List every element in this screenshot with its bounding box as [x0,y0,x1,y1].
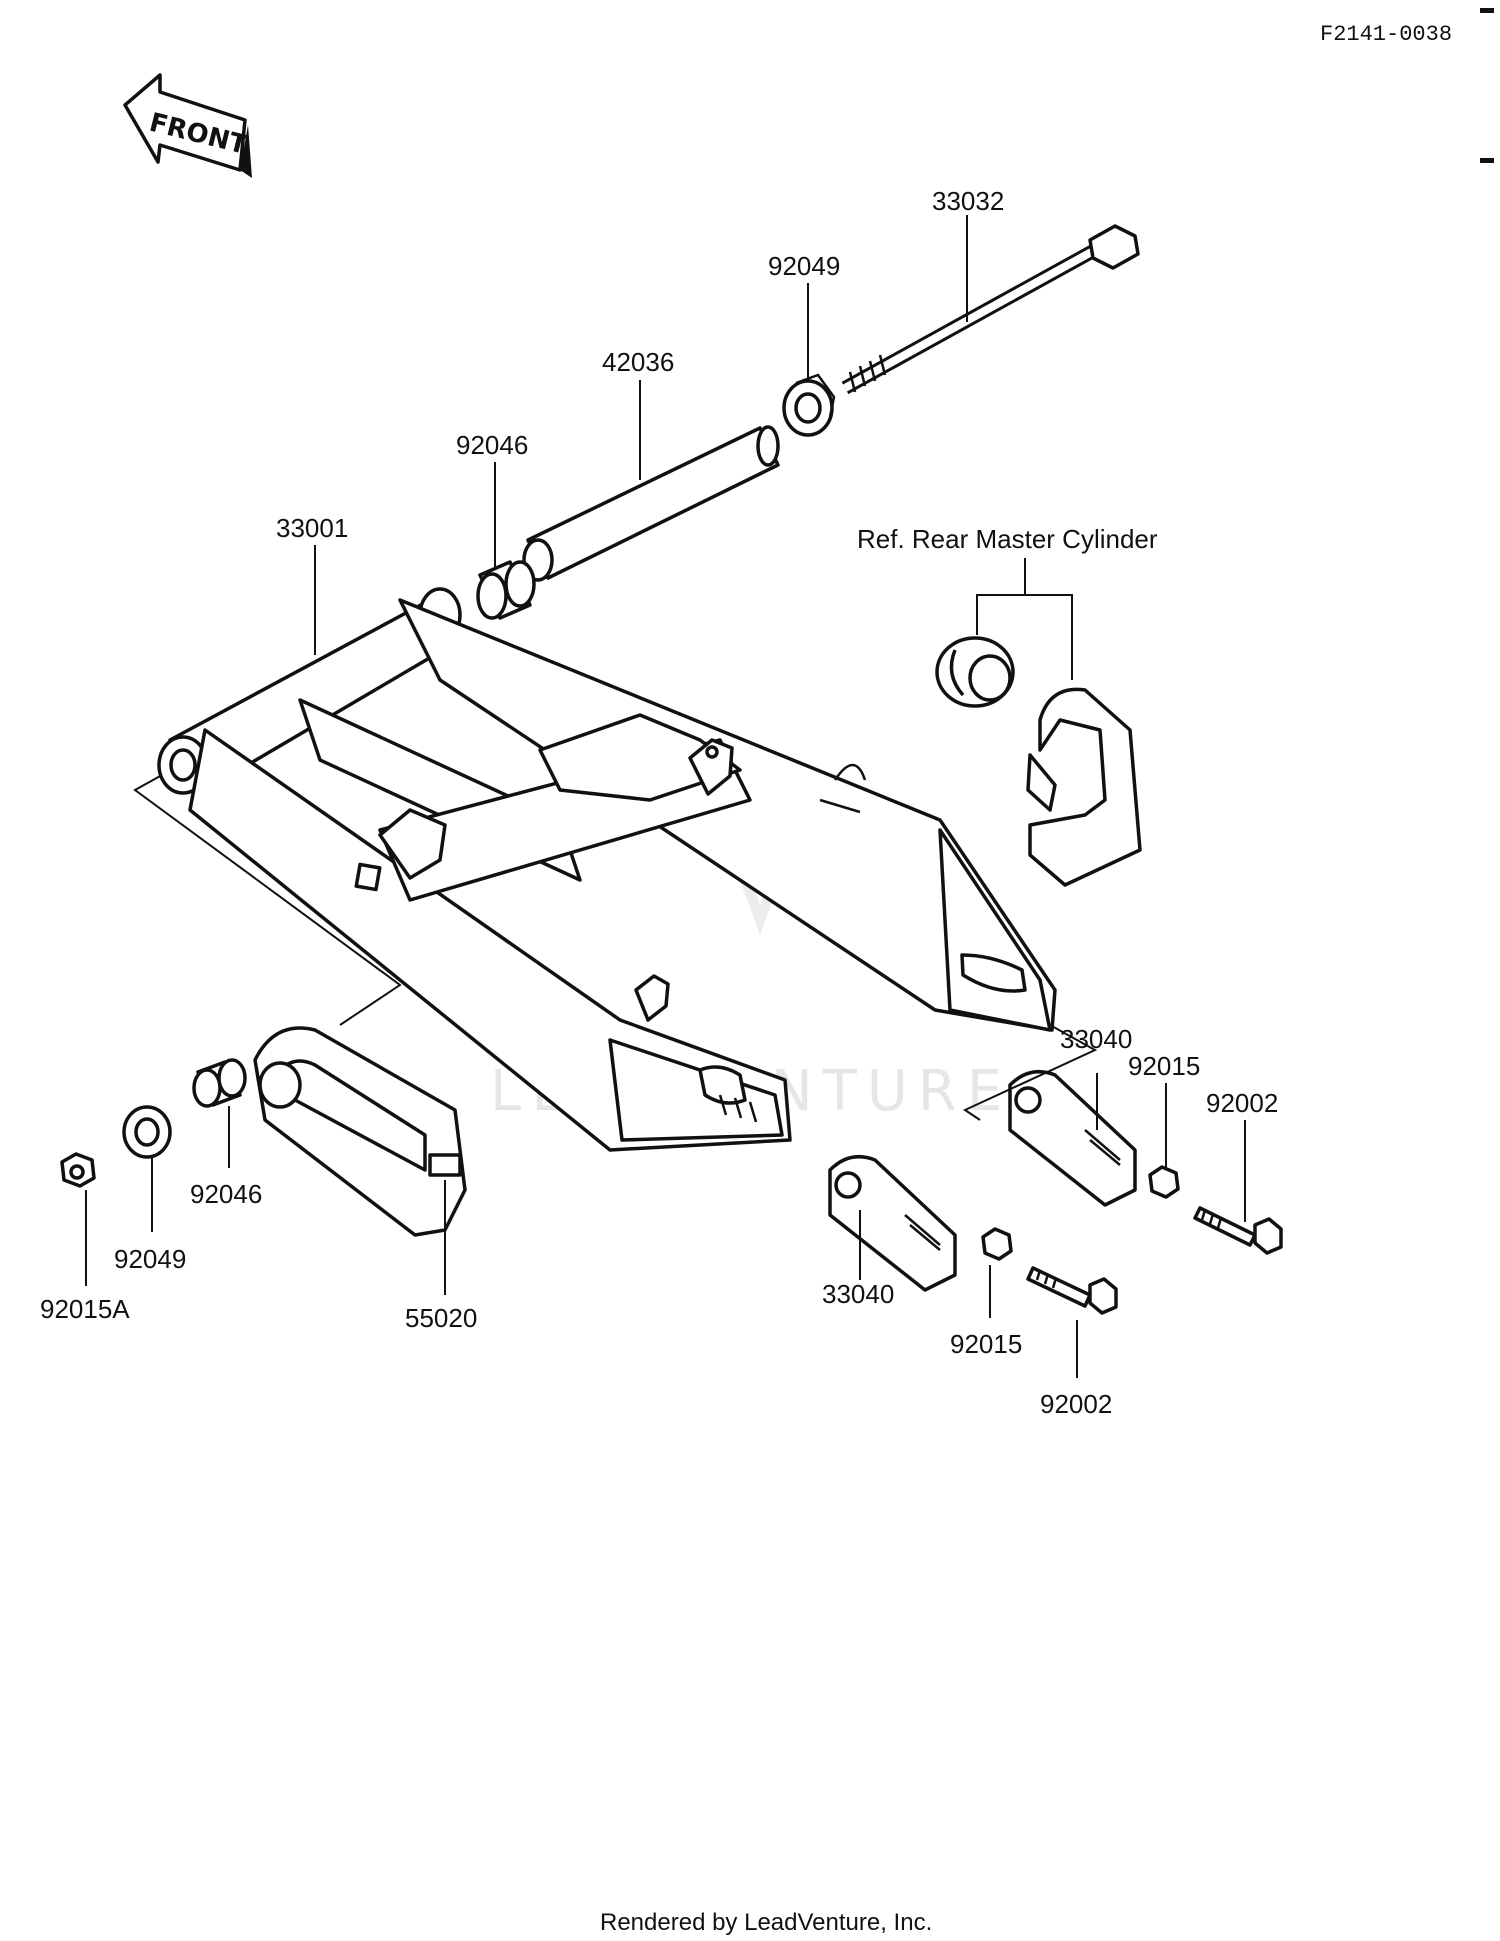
label-33032: 33032 [932,186,1004,216]
collar-92049-bottom [122,1105,172,1159]
edge-mark-bottom [1480,158,1494,163]
adjuster-33040-right [1008,1069,1137,1207]
label-55020: 55020 [405,1303,477,1333]
label-ref-rear-master-cylinder: Ref. Rear Master Cylinder [857,524,1158,554]
bolt-92002-right [1193,1206,1283,1255]
collar-92049-top [782,373,836,437]
nut-92015-mid [981,1227,1013,1261]
bearing-92046-bottom [192,1058,247,1108]
nut-92015A [60,1152,96,1188]
label-92002-right: 92002 [1206,1088,1278,1118]
label-92015-mid: 92015 [950,1329,1022,1359]
pivot-bolt-33032 [841,224,1140,395]
label-92046-bottom: 92046 [190,1179,262,1209]
label-33001: 33001 [276,513,348,543]
diagram-code: F2141-0038 [1320,22,1452,47]
bearing-92046-top [476,560,536,620]
front-arrow: FRONT [123,73,252,178]
nut-92015-right [1148,1165,1180,1199]
sleeve-42036 [522,425,780,582]
label-92002-mid: 92002 [1040,1389,1112,1419]
assembly-line-right [962,1024,1098,1121]
label-33040-mid: 33040 [822,1279,894,1309]
bolt-92002-mid [1026,1266,1118,1315]
label-92015A: 92015A [40,1294,130,1324]
adjuster-33040-mid [828,1154,957,1292]
master-cylinder-ref-parts [935,636,1142,887]
label-92049-top: 92049 [768,251,840,281]
label-42036: 42036 [602,347,674,377]
label-33040-right: 33040 [1060,1024,1132,1054]
leader-lines [85,215,1246,1378]
label-92015-right: 92015 [1128,1051,1200,1081]
edge-mark-top [1480,8,1494,13]
assembly-line-left [133,774,402,1026]
label-92049-bottom: 92049 [114,1244,186,1274]
label-92046-top: 92046 [456,430,528,460]
credit-text: Rendered by LeadVenture, Inc. [600,1909,932,1936]
chain-guard-55020 [253,1026,467,1237]
swingarm-33001 [157,587,1057,1152]
